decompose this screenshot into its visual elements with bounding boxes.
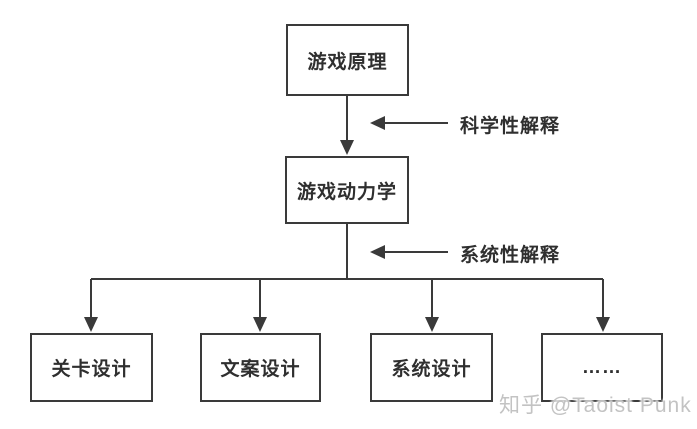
node-game-dynamics: 游戏动力学 (285, 156, 409, 224)
node-ellipsis: …… (541, 333, 663, 402)
node-game-principles: 游戏原理 (286, 24, 409, 96)
node-label: 关卡设计 (51, 359, 132, 380)
node-label: …… (582, 356, 622, 378)
node-label: 文案设计 (220, 359, 301, 380)
arrowhead-down-icon (84, 317, 98, 332)
node-label: 游戏动力学 (296, 181, 397, 203)
arrowhead-group (84, 116, 610, 332)
node-label: 系统设计 (391, 359, 472, 380)
node-label: 游戏原理 (307, 51, 388, 73)
arrowhead-down-icon (340, 140, 354, 155)
zhihu-watermark: 知乎 @Taoist Punk (499, 394, 692, 417)
arrowhead-left-icon (370, 116, 385, 130)
arrowhead-left-icon (370, 245, 385, 259)
node-level-design: 关卡设计 (30, 333, 153, 402)
arrowhead-down-icon (425, 317, 439, 332)
node-copy-design: 文案设计 (200, 333, 321, 402)
arrowhead-down-icon (596, 317, 610, 332)
annotation-systematic-explanation: 系统性解释 (460, 245, 561, 266)
arrowhead-down-icon (253, 317, 267, 332)
node-system-design: 系统设计 (370, 333, 493, 402)
annotation-scientific-explanation: 科学性解释 (460, 116, 561, 137)
